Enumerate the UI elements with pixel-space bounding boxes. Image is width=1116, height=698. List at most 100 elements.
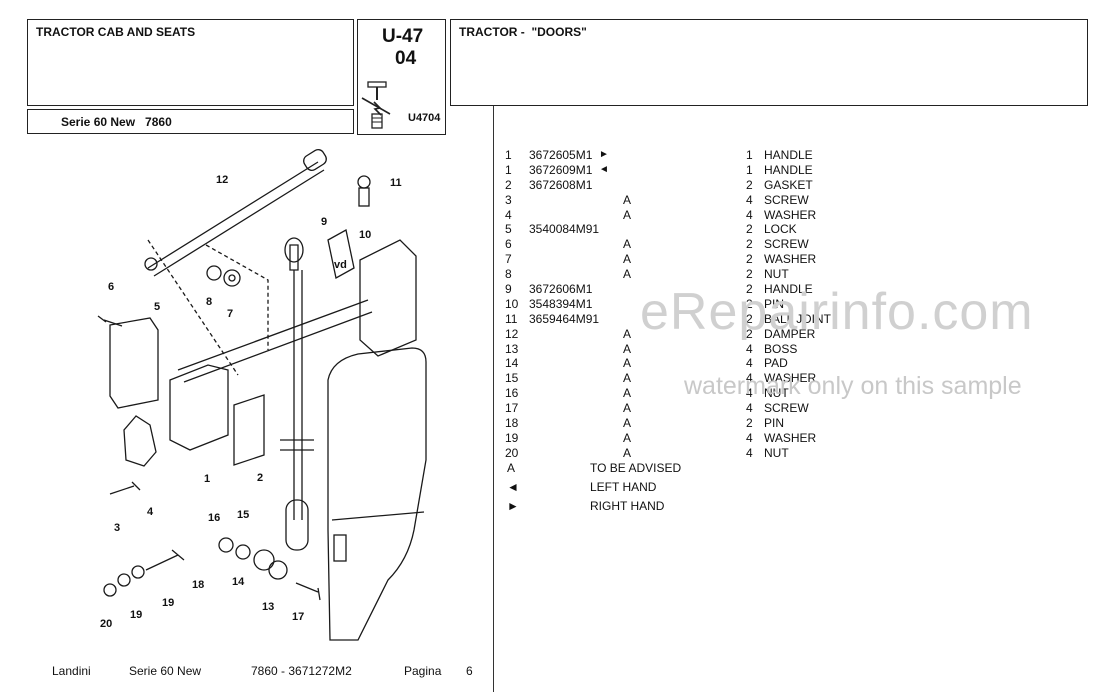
part-qty: 2 — [746, 177, 753, 192]
callout-5: 5 — [154, 301, 160, 313]
part-ref: 3540084M91 — [529, 222, 600, 237]
part-qty: 4 — [746, 207, 753, 222]
legend-symbol: ► — [507, 499, 519, 513]
part-desc: WASHER — [764, 207, 817, 222]
callout-6: 6 — [108, 281, 114, 293]
part-qty: 2 — [746, 282, 753, 297]
part-ref: 3672606M1 — [529, 282, 593, 297]
part-number: 1 — [505, 162, 512, 177]
advised-flag: A — [623, 430, 632, 445]
part-qty: 1 — [746, 162, 753, 177]
part-number: 7 — [505, 252, 512, 267]
exploded-diagram: vd 1 2 3 4 5 6 7 8 9 10 11 12 13 14 15 1… — [97, 149, 427, 641]
legend-text: TO BE ADVISED — [590, 461, 682, 475]
footer-series: Serie 60 New — [129, 664, 202, 678]
callout-2: 2 — [257, 472, 263, 484]
legend-symbol: A — [507, 461, 516, 475]
header-series-box: Serie 60 New 7860 — [27, 109, 354, 134]
part-number: 6 — [505, 237, 512, 252]
callout-20: 20 — [100, 618, 112, 630]
hand-mark: ► — [599, 149, 609, 160]
handle-bar-part — [289, 244, 299, 271]
callout-16: 16 — [208, 512, 220, 524]
footer-page-number: 6 — [466, 664, 473, 678]
callout-12: 12 — [216, 174, 228, 186]
footer-page-label: Pagina — [404, 664, 442, 678]
advised-flag: A — [623, 207, 632, 222]
part-qty: 4 — [746, 430, 753, 445]
part-desc: NUT — [764, 267, 789, 282]
part-number: 5 — [505, 222, 512, 237]
part-qty: 2 — [746, 237, 753, 252]
part-qty: 2 — [746, 311, 753, 326]
tool-icon — [361, 81, 391, 129]
advised-flag: A — [623, 371, 632, 386]
part-qty: 4 — [746, 192, 753, 207]
stamp-vd: vd — [334, 259, 347, 271]
part-number: 15 — [505, 371, 519, 386]
callout-19: 19 — [162, 597, 174, 609]
part-number: 14 — [505, 356, 519, 371]
group-code: U-47 — [382, 26, 424, 47]
advised-flag: A — [623, 267, 632, 282]
footer-code: 7860 - 3671272M2 — [251, 664, 352, 678]
advised-flag: A — [623, 252, 632, 267]
part-desc: SCREW — [764, 192, 809, 207]
callout-7: 7 — [227, 308, 233, 320]
header-right-title-box: TRACTOR - "DOORS" — [450, 19, 1088, 106]
part-qty: 2 — [746, 296, 753, 311]
callout-18: 18 — [192, 579, 204, 591]
callout-17: 17 — [292, 611, 304, 623]
advised-flag: A — [623, 341, 632, 356]
legend-text: RIGHT HAND — [590, 499, 665, 513]
callout-14: 14 — [232, 576, 245, 588]
door-glass-part — [327, 347, 427, 641]
callout-4: 4 — [147, 506, 154, 518]
callout-19b: 19 — [130, 609, 142, 621]
part-number: 1 — [505, 148, 512, 162]
part-desc: BOSS — [764, 341, 798, 356]
callout-3: 3 — [114, 522, 120, 534]
part-desc: BALL JOINT — [764, 311, 831, 326]
hand-mark: ◄ — [599, 163, 609, 175]
series-label: Serie 60 New 7860 — [61, 115, 172, 129]
advised-flag: A — [623, 401, 632, 416]
watermark-note: watermark only on this sample — [684, 372, 1022, 400]
advised-flag: A — [623, 386, 632, 401]
header-left-title-box: TRACTOR CAB AND SEATS — [27, 19, 354, 106]
advised-flag: A — [623, 326, 632, 341]
part-desc: WASHER — [764, 430, 817, 445]
advised-flag: A — [623, 445, 632, 460]
part-ref: 3672605M1 — [529, 148, 593, 162]
part-qty: 2 — [746, 326, 753, 341]
part-desc: LOCK — [764, 222, 797, 237]
part-desc: PIN — [764, 296, 785, 311]
part-number: 20 — [505, 445, 519, 460]
callout-10: 10 — [359, 229, 371, 241]
legend-text: LEFT HAND — [590, 480, 657, 494]
part-qty: 2 — [746, 222, 753, 237]
part-desc: SCREW — [764, 237, 809, 252]
part-number: 13 — [505, 341, 519, 356]
part-desc: HANDLE — [764, 148, 813, 162]
section-subtitle: TRACTOR - "DOORS" — [459, 25, 587, 39]
watermark-site: eRepairinfo.com — [640, 283, 1034, 341]
advised-flag: A — [623, 237, 632, 252]
part-desc: SCREW — [764, 401, 809, 416]
damper-part — [147, 161, 325, 277]
part-qty: 4 — [746, 371, 753, 386]
part-desc: DAMPER — [764, 326, 816, 341]
part-number: 17 — [505, 401, 519, 416]
header-group-box: U-47 04 U4704 — [357, 19, 446, 135]
part-desc: NUT — [764, 386, 789, 401]
callout-15: 15 — [237, 509, 249, 521]
part-qty: 4 — [746, 356, 753, 371]
part-number: 10 — [505, 296, 519, 311]
advised-flag: A — [623, 416, 632, 431]
callout-11: 11 — [390, 177, 402, 189]
part-desc: WASHER — [764, 252, 817, 267]
part-number: 16 — [505, 386, 519, 401]
part-ref: 3659464M91 — [529, 311, 600, 326]
part-number: 3 — [505, 192, 512, 207]
part-number: 2 — [505, 177, 512, 192]
